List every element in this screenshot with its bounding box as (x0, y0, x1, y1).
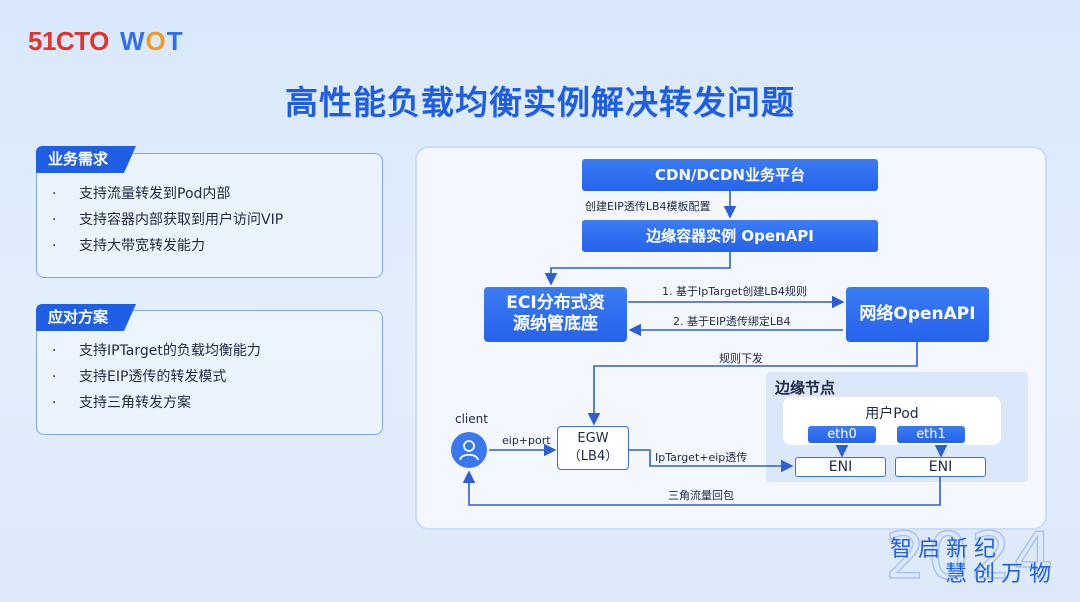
list-item-text: 支持三角转发方案 (79, 395, 191, 411)
list-item: · 支持EIP透传的转发模式 (52, 364, 261, 390)
network-openapi-box: 网络OpenAPI (846, 287, 989, 342)
list-item-text: 支持IPTarget的负载均衡能力 (79, 343, 261, 359)
logo-wot: WOT (120, 26, 184, 57)
solutions-tag: 应对方案 (36, 304, 136, 331)
arrow-triangle-return (462, 470, 941, 506)
triangle-return-label: 三角流量回包 (668, 489, 734, 502)
logo-51cto: 51CTO (28, 26, 109, 56)
list-item: · 支持流量转发到Pod内部 (52, 181, 283, 207)
step2-label: 2. 基于EIP透传绑定LB4 (673, 315, 791, 328)
list-item-text: 支持流量转发到Pod内部 (79, 186, 231, 202)
egw-line2: （LB4） (567, 449, 619, 464)
requirements-tag: 业务需求 (36, 146, 136, 173)
iptarget-eip-label: IpTarget+eip透传 (655, 451, 748, 464)
arrow-openapi-to-eci (544, 252, 731, 286)
solutions-list: · 支持IPTarget的负载均衡能力 · 支持EIP透传的转发模式 · 支持三角转发… (52, 338, 261, 416)
rule-dispatch-label: 规则下发 (719, 352, 763, 365)
eci-box: ECI分布式资 源纳管底座 (484, 287, 627, 342)
client-label: client (455, 412, 488, 426)
page-title: 高性能负载均衡实例解决转发问题 (285, 83, 795, 122)
bullet-icon: · (52, 212, 57, 228)
requirements-panel (36, 153, 383, 278)
arrow-egw-to-eni (629, 449, 794, 473)
list-item: · 支持三角转发方案 (52, 390, 261, 416)
list-item-text: 支持大带宽转发能力 (79, 238, 205, 254)
list-item: · 支持IPTarget的负载均衡能力 (52, 338, 261, 364)
bullet-icon: · (52, 343, 57, 359)
footer-slogan-1: 智启新纪 (890, 537, 1003, 562)
eth1-box: eth1 (897, 426, 965, 443)
step1-label: 1. 基于IpTarget创建LB4规则 (662, 285, 807, 298)
user-icon (459, 440, 479, 461)
footer-slogan-2: 慧创万物 (945, 562, 1058, 587)
config-label: 创建EIP透传LB4模板配置 (585, 200, 711, 213)
edge-openapi-box: 边缘容器实例 OpenAPI (582, 220, 878, 252)
eip-port-label: eip+port (502, 434, 551, 447)
egw-line1: EGW (577, 431, 609, 446)
list-item: · 支持大带宽转发能力 (52, 233, 283, 259)
list-item-text: 支持EIP透传的转发模式 (79, 369, 227, 385)
logo-wot-t: T (166, 26, 184, 56)
eni-box-2: ENI (895, 457, 986, 477)
eni-box-1: ENI (795, 457, 886, 477)
list-item-text: 支持容器内部获取到用户访问VIP (79, 212, 284, 228)
user-pod-label: 用户Pod (865, 406, 919, 422)
eth0-box: eth0 (808, 426, 876, 443)
eci-line2: 源纳管底座 (513, 314, 598, 334)
egw-box: EGW （LB4） (557, 426, 629, 470)
bullet-icon: · (52, 395, 57, 411)
edge-node-label: 边缘节点 (775, 379, 836, 397)
bullet-icon: · (52, 369, 57, 385)
requirements-list: · 支持流量转发到Pod内部 · 支持容器内部获取到用户访问VIP · 支持大带宽转发… (52, 181, 283, 259)
logo-wot-w: W (120, 26, 146, 56)
list-item: · 支持容器内部获取到用户访问VIP (52, 207, 283, 233)
logo-wot-o: O (145, 26, 167, 56)
bullet-icon: · (52, 238, 57, 254)
bullet-icon: · (52, 186, 57, 202)
client-node (451, 432, 487, 468)
cdn-platform-box: CDN/DCDN业务平台 (582, 159, 878, 191)
footer-year: 2024 (884, 519, 1056, 595)
arrow-rule-dispatch (587, 342, 918, 426)
eci-line1: ECI分布式资 (506, 293, 605, 313)
